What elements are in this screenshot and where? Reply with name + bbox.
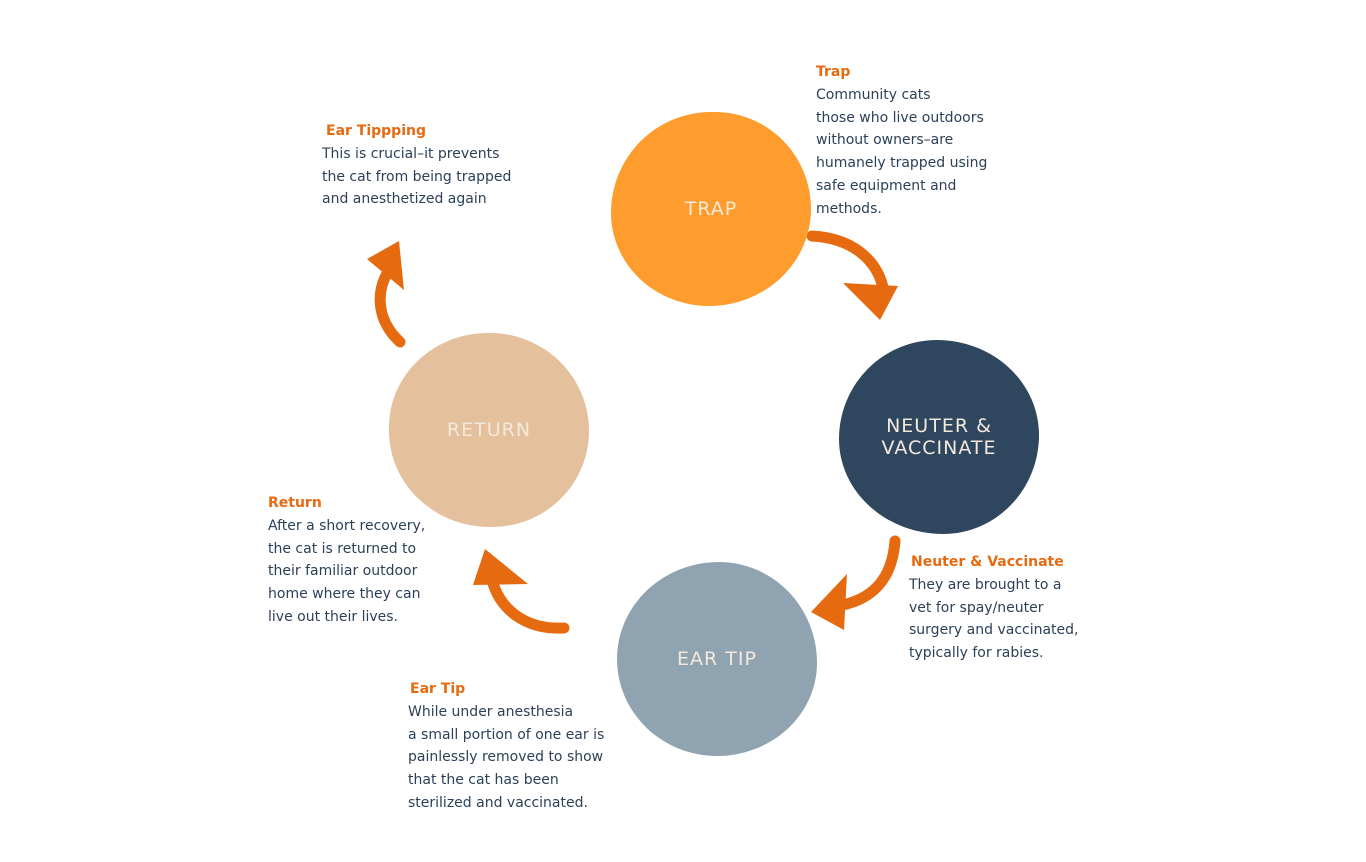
desc-return: Return After a short recovery, the cat i… [268, 492, 425, 629]
desc-trap-line: methods. [816, 200, 882, 217]
desc-trap-line: without owners–are [816, 132, 954, 149]
desc-eartipping-heading: Ear Tippping [326, 123, 426, 139]
arrow-trap-to-neuter [806, 230, 898, 320]
desc-trap-line: humanely trapped using [816, 155, 988, 172]
desc-neuter-vaccinate: Neuter & Vaccinate They are brought to a… [909, 551, 1079, 665]
desc-neuter-heading: Neuter & Vaccinate [911, 554, 1064, 570]
desc-eartip-line: sterilized and vaccinated. [408, 794, 588, 811]
circle-neuter-label: NEUTER & VACCINATE [881, 415, 997, 459]
circle-ear-tip: EAR TIP [617, 562, 817, 756]
desc-neuter-line: They are brought to a [909, 576, 1062, 593]
desc-trap-line: Community cats [816, 86, 931, 103]
desc-return-line: After a short recovery, [268, 517, 426, 534]
desc-ear-tip: Ear Tip While under anesthesia a small p… [408, 678, 604, 815]
arrow-return-to-eartipping [367, 241, 406, 348]
desc-eartipping-line: and anesthetized again [322, 191, 487, 208]
desc-return-line: home where they can [268, 586, 421, 603]
circle-trap-label: TRAP [684, 198, 738, 220]
desc-eartip-heading: Ear Tip [410, 681, 466, 697]
circle-trap: TRAP [611, 112, 811, 306]
circle-eartip-label: EAR TIP [677, 648, 757, 670]
desc-neuter-line: typically for rabies. [909, 645, 1044, 662]
desc-neuter-line: surgery and vaccinated, [909, 622, 1079, 639]
desc-eartipping-line: This is crucial–it prevents [322, 145, 500, 162]
arrow-eartip-to-return [473, 549, 570, 634]
desc-ear-tipping: Ear Tippping This is crucial–it prevents… [322, 120, 511, 211]
circle-return: RETURN [389, 333, 589, 527]
desc-eartipping-line: the cat from being trapped [322, 168, 512, 185]
circle-return-label: RETURN [446, 419, 532, 441]
desc-trap: Trap Community cats those who live outdo… [816, 61, 987, 221]
desc-neuter-line: vet for spay/neuter [909, 599, 1044, 616]
desc-return-line: the cat is returned to [268, 540, 417, 557]
desc-eartip-line: painlessly removed to show [408, 749, 604, 766]
desc-trap-heading: Trap [816, 64, 851, 80]
arrow-neuter-to-eartip [811, 535, 901, 630]
desc-eartip-line: that the cat has been [408, 772, 559, 789]
desc-return-line: live out their lives. [268, 608, 398, 625]
desc-return-line: their familiar outdoor [268, 563, 418, 580]
desc-trap-line: those who live outdoors [816, 109, 984, 126]
desc-eartip-line: While under anesthesia [408, 703, 574, 720]
desc-return-heading: Return [268, 495, 322, 511]
circle-neuter-vaccinate: NEUTER & VACCINATE [839, 340, 1039, 534]
desc-eartip-line: a small portion of one ear is [408, 726, 605, 743]
desc-trap-line: safe equipment and [816, 177, 957, 194]
